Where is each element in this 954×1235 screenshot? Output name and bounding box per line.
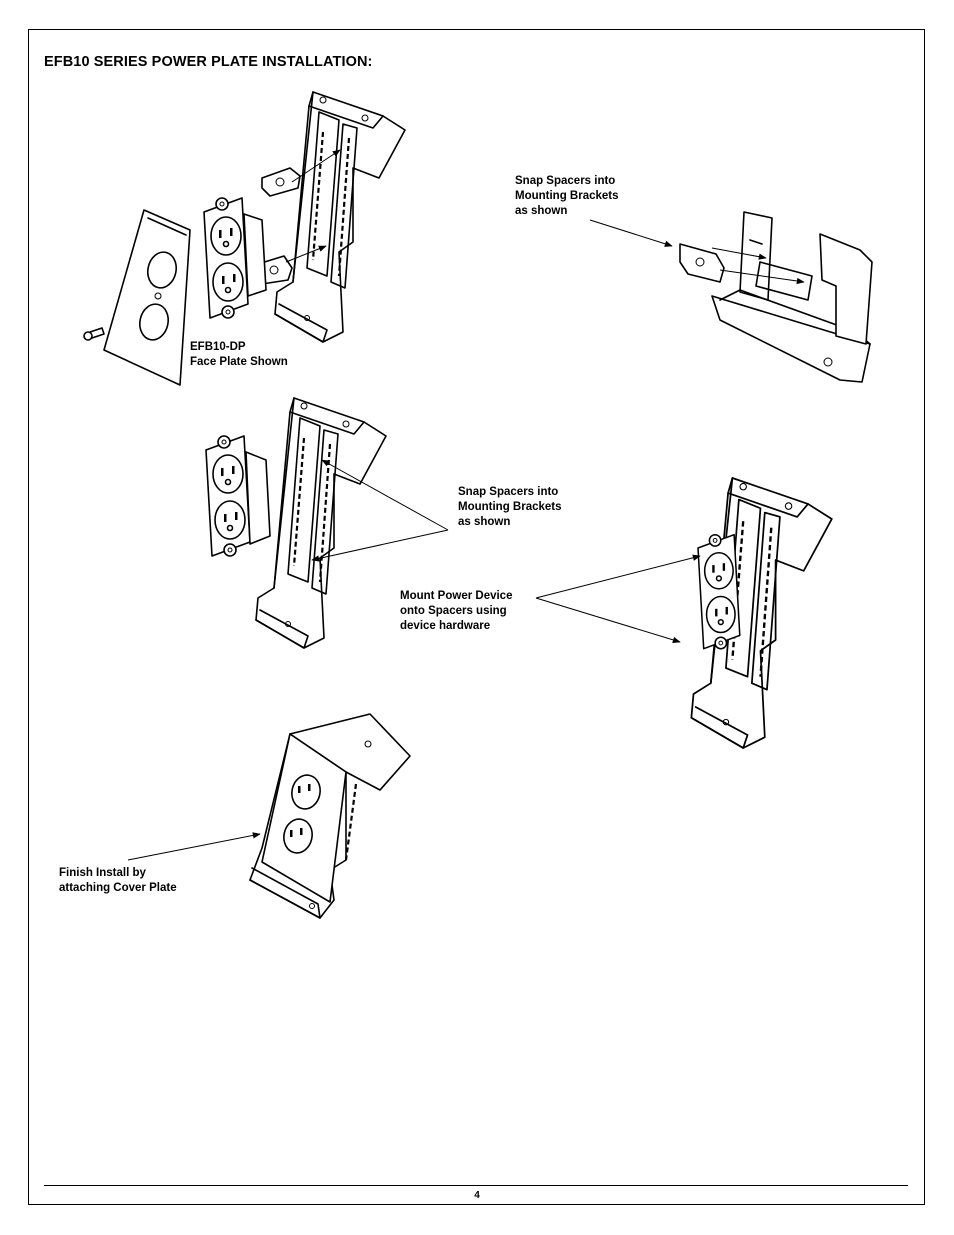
page-border [28, 29, 925, 1205]
figure-device-mounted [535, 476, 833, 750]
figure-exploded-assembly [83, 90, 407, 386]
label-face-plate: EFB10-DP Face Plate Shown [190, 341, 288, 368]
label-finish-install: Finish Install by attaching Cover Plate [59, 867, 177, 894]
figure-spacers-snapped [205, 396, 449, 650]
arrow-snap-spacers-top [589, 219, 673, 247]
footer-rule [44, 1185, 908, 1186]
page-title: EFB10 SERIES POWER PLATE INSTALLATION: [44, 54, 373, 70]
label-mount-power-device: Mount Power Device onto Spacers using de… [400, 590, 513, 632]
label-snap-spacers-top: Snap Spacers into Mounting Brackets as s… [515, 175, 619, 217]
figure-cover-plate-attached [127, 713, 411, 919]
figure-spacer-detail [679, 211, 873, 383]
page-number: 4 [474, 1190, 480, 1201]
label-snap-spacers-middle: Snap Spacers into Mounting Brackets as s… [458, 486, 562, 528]
